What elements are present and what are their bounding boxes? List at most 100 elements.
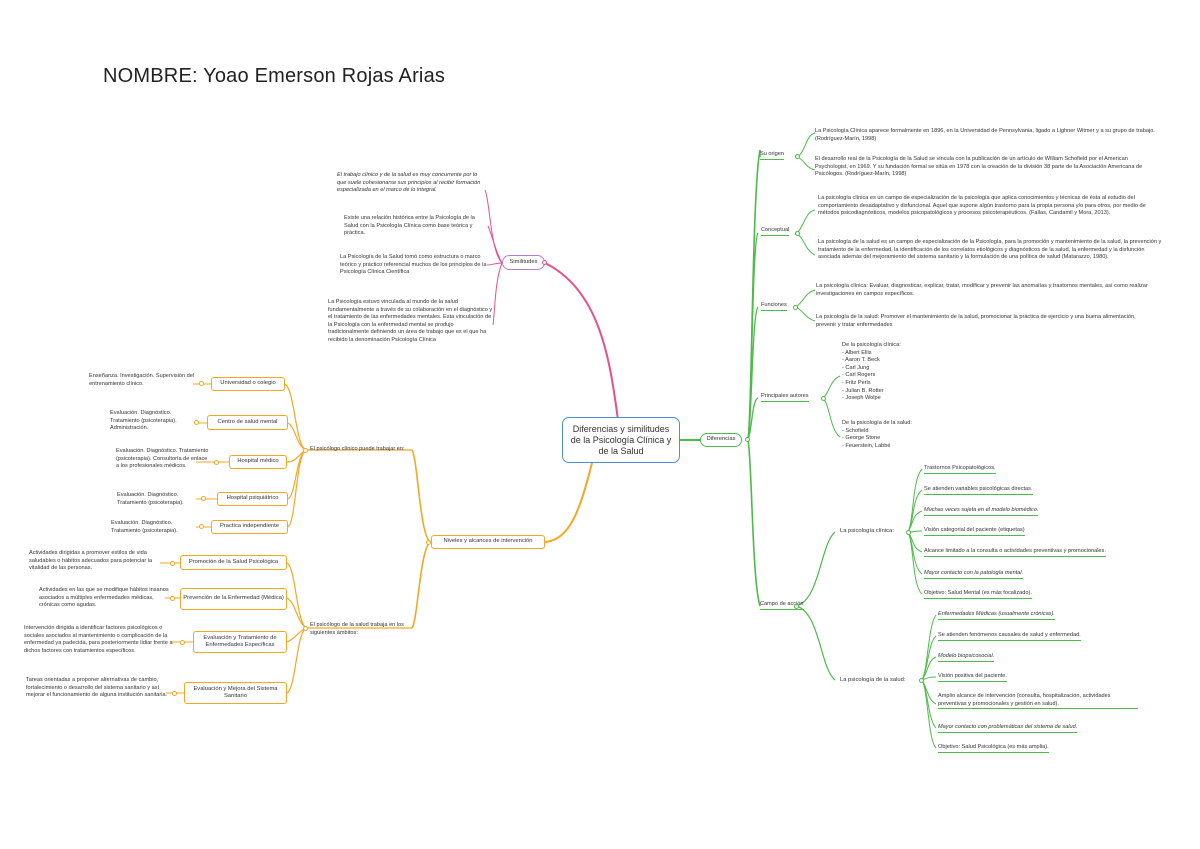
similitudes-note-1: El trabajo clínico y de la salud es muy … [337, 172, 481, 194]
campo-item: Amplio alcance de intervención (consulta… [938, 693, 1138, 710]
universidad-note: Enseñanza. Investigación. Supervisión de… [89, 373, 195, 387]
principales-autores-dot[interactable] [821, 396, 826, 401]
similitudes-collapse-dot[interactable] [542, 260, 547, 265]
author-item: - Schofield [842, 427, 869, 434]
evaluacion-tratamiento-node[interactable]: Evaluación y Tratamiento de Enfermedades… [193, 631, 287, 653]
diferencias-label: Diferencias [706, 436, 736, 443]
author-name-title: NOMBRE: Yoao Emerson Rojas Arias [103, 65, 446, 87]
su-origen-dot[interactable] [795, 154, 800, 159]
hospital-psiquiatrico-label: Hospital psiquiátrico [226, 495, 279, 502]
autores-clinica-block: De la psicología clínica: - Albert Ellis… [842, 342, 922, 403]
similitudes-label: Similitudes [509, 258, 538, 265]
salud-trabaja-label: El psicólogo de la salud trabaja en los … [310, 622, 404, 636]
promocion-salud-node[interactable]: Promoción de la Salud Psicológica [180, 555, 287, 570]
campo-salud-dot[interactable] [919, 678, 924, 683]
autores-salud-block: De la psicología de la salud: - Schofiel… [842, 420, 922, 450]
practica-independiente-node[interactable]: Practica independiente [211, 520, 288, 534]
evaluacion-tratamiento-note: Intervención dirigida a identificar fact… [24, 625, 173, 654]
hospital-psiquiatrico-dot[interactable] [201, 496, 206, 501]
hospital-psiquiatrico-note: Evaluación. Diagnóstico. Tratamiento (ps… [117, 492, 184, 506]
campo-item: Alcance limitado a la consulta o activid… [924, 548, 1106, 557]
promocion-salud-dot[interactable] [170, 561, 175, 566]
campo-item: Mayor contacto con problemáticas del sis… [938, 724, 1078, 733]
funciones-node[interactable]: Funciones [761, 302, 787, 311]
campo-clinica-dot[interactable] [906, 530, 911, 535]
salud-collapse-dot[interactable] [303, 626, 308, 631]
clinico-puede-trabajar-label: El psicólogo clínico puede trabajar en: [310, 446, 405, 452]
centro-salud-mental-note: Evaluación. Diagnóstico. Tratamiento (ps… [110, 410, 177, 432]
author-item: - Julian B. Rotter [842, 387, 884, 394]
universidad-dot[interactable] [199, 381, 204, 386]
central-topic-label: Diferencias y similitudes de la Psicolog… [570, 423, 672, 456]
campo-item: Visión categorial del paciente (etiqueta… [924, 527, 1025, 536]
diferencias-collapse-dot[interactable] [745, 437, 750, 442]
principales-autores-node[interactable]: Principales autores [761, 393, 809, 402]
prevencion-enfermedad-note: Actividades en las que se modifique hábi… [39, 587, 169, 609]
autores-salud-list: - Schofield- George Stone- Feuerstein, L… [842, 428, 922, 451]
autores-clinica-list: - Albert Ellis- Aaron T. Beck- Carl Jung… [842, 350, 922, 403]
campo-item: Trastornos Psicopatológicos. [924, 465, 996, 474]
campo-salud-label: La psicología de la salud: [840, 677, 906, 683]
autores-clinica-head: De la psicología clínica: [842, 342, 901, 348]
author-item: - Feuerstein, Labbé [842, 442, 891, 449]
practica-independiente-label: Practica independiente [220, 523, 279, 530]
campo-item: Se atienden variables psicológicas direc… [924, 486, 1033, 495]
conceptual-dot[interactable] [795, 231, 800, 236]
central-topic-node[interactable]: Diferencias y similitudes de la Psicolog… [562, 417, 680, 463]
practica-independiente-note: Evaluación. Diagnóstico. Tratamiento (ps… [111, 520, 178, 534]
su-origen-node[interactable]: Su origen [760, 151, 784, 160]
niveles-node[interactable]: Niveles y alcances de intervención [431, 535, 545, 549]
campo-item: Objetivo: Salud Mental (es más focalizad… [924, 590, 1032, 599]
author-item: - Joseph Wolpe [842, 395, 881, 402]
evaluacion-mejora-label: Evaluación y Mejora del Sistema Sanitari… [193, 685, 278, 699]
practica-independiente-dot[interactable] [199, 524, 204, 529]
evaluacion-tratamiento-dot[interactable] [180, 640, 185, 645]
autores-salud-head: De la psicología de la salud: [842, 420, 912, 426]
author-item: - Carl Jung [842, 364, 870, 371]
hospital-medico-label: Hospital médico [237, 458, 279, 465]
campo-item: Objetivo: Salud Psicológica (es más ampl… [938, 744, 1049, 753]
campo-item: Se atienden fenómenos causales de salud … [938, 632, 1081, 641]
funciones-note-2: La psicología de la salud: Promover el m… [816, 314, 1136, 328]
campo-de-accion-node[interactable]: Campo de acción [760, 601, 804, 610]
author-item: - Fritz Perls [842, 379, 871, 386]
su-origen-note-1: La Psicología Clínica aparece formalment… [815, 128, 1155, 142]
su-origen-note-2: El desarrollo real de la Psicología de l… [815, 156, 1143, 178]
similitudes-node[interactable]: Similitudes [502, 255, 545, 270]
universidad-label: Universidad o colegio [220, 380, 276, 387]
promocion-salud-note: Actividades dirigidas a promover estilos… [29, 550, 153, 572]
similitudes-note-2: Existe una relación histórica entre la P… [344, 215, 475, 237]
funciones-note-1: La psicología clínica: Evaluar, diagnost… [816, 283, 1148, 297]
centro-salud-mental-dot[interactable] [194, 420, 199, 425]
niveles-collapse-dot[interactable] [426, 540, 431, 545]
similitudes-note-3: La Psicología de la Salud tomó como estr… [340, 254, 487, 276]
campo-item: Modelo biopsicosocial. [938, 653, 995, 662]
centro-salud-mental-label: Centro de salud mental [217, 418, 278, 425]
evaluacion-mejora-note: Tareas orientadas a proponer alternativa… [26, 677, 168, 699]
funciones-dot[interactable] [793, 305, 798, 310]
author-item: - Aaron T. Beck [842, 357, 880, 364]
prevencion-enfermedad-dot[interactable] [170, 596, 175, 601]
hospital-medico-node[interactable]: Hospital médico [229, 455, 287, 469]
diferencias-node[interactable]: Diferencias [700, 433, 742, 447]
evaluacion-mejora-dot[interactable] [172, 691, 177, 696]
author-item: - George Stone [842, 435, 881, 442]
campo-item: Visión positiva del paciente. [938, 673, 1007, 682]
campo-clinica-label: La psicología clínica: [840, 528, 894, 534]
centro-salud-mental-node[interactable]: Centro de salud mental [207, 415, 288, 430]
conceptual-node[interactable]: Conceptual [761, 227, 790, 236]
hospital-medico-dot[interactable] [214, 460, 219, 465]
universidad-node[interactable]: Universidad o colegio [211, 377, 285, 391]
author-item: - Albert Ellis [842, 349, 872, 356]
author-item: - Carl Rogers [842, 372, 876, 379]
campo-item: Muchas veces sujeta en el modelo biomédi… [924, 507, 1039, 516]
evaluacion-mejora-node[interactable]: Evaluación y Mejora del Sistema Sanitari… [184, 682, 287, 704]
campo-item: Enfermedades Médicas (usualmente crónica… [938, 611, 1055, 620]
hospital-psiquiatrico-node[interactable]: Hospital psiquiátrico [217, 492, 288, 506]
prevencion-enfermedad-label: Prevención de la Enfermedad (Médica) [183, 595, 284, 602]
campo-de-accion-dot[interactable] [794, 604, 799, 609]
niveles-label: Niveles y alcances de intervención [443, 538, 533, 545]
clinico-collapse-dot[interactable] [303, 448, 308, 453]
prevencion-enfermedad-node[interactable]: Prevención de la Enfermedad (Médica) [180, 588, 287, 610]
conceptual-note-2: La psicología de la salud es un campo de… [818, 239, 1162, 261]
